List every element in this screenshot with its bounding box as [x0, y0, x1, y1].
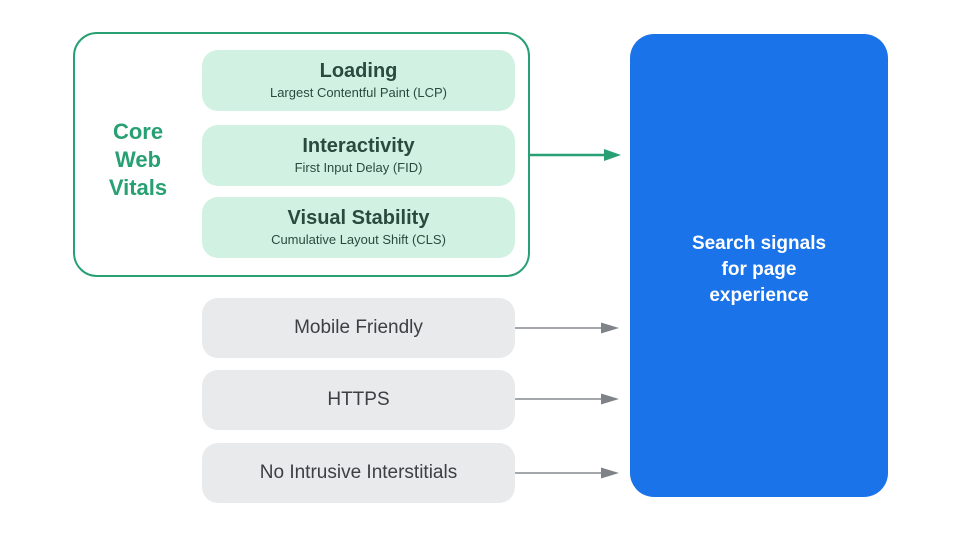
gray-right-arrow-icon — [515, 467, 619, 479]
signal-card-mobile-friendly: Mobile Friendly — [202, 298, 515, 358]
metric-title: Loading — [319, 60, 398, 82]
signal-label: No Intrusive Interstitials — [259, 462, 458, 483]
signal-card-https: HTTPS — [202, 370, 515, 430]
metric-title: Interactivity — [302, 135, 415, 157]
signal-card-no-intrusive-interstitials: No Intrusive Interstitials — [202, 443, 515, 503]
metric-card-interactivity: Interactivity First Input Delay (FID) — [202, 125, 515, 186]
signal-label: Mobile Friendly — [294, 317, 423, 338]
gray-right-arrow-icon — [515, 393, 619, 405]
metric-card-loading: Loading Largest Contentful Paint (LCP) — [202, 50, 515, 111]
metric-card-visual-stability: Visual Stability Cumulative Layout Shift… — [202, 197, 515, 258]
signal-label: HTTPS — [327, 389, 390, 410]
green-right-arrow-icon — [530, 149, 621, 161]
metric-subtitle: Largest Contentful Paint (LCP) — [269, 85, 448, 100]
metric-subtitle: Cumulative Layout Shift (CLS) — [271, 232, 446, 247]
metric-title: Visual Stability — [287, 207, 430, 229]
core-web-vitals-group-border — [73, 32, 530, 277]
metric-subtitle: First Input Delay (FID) — [294, 160, 423, 175]
gray-right-arrow-icon — [515, 322, 619, 334]
